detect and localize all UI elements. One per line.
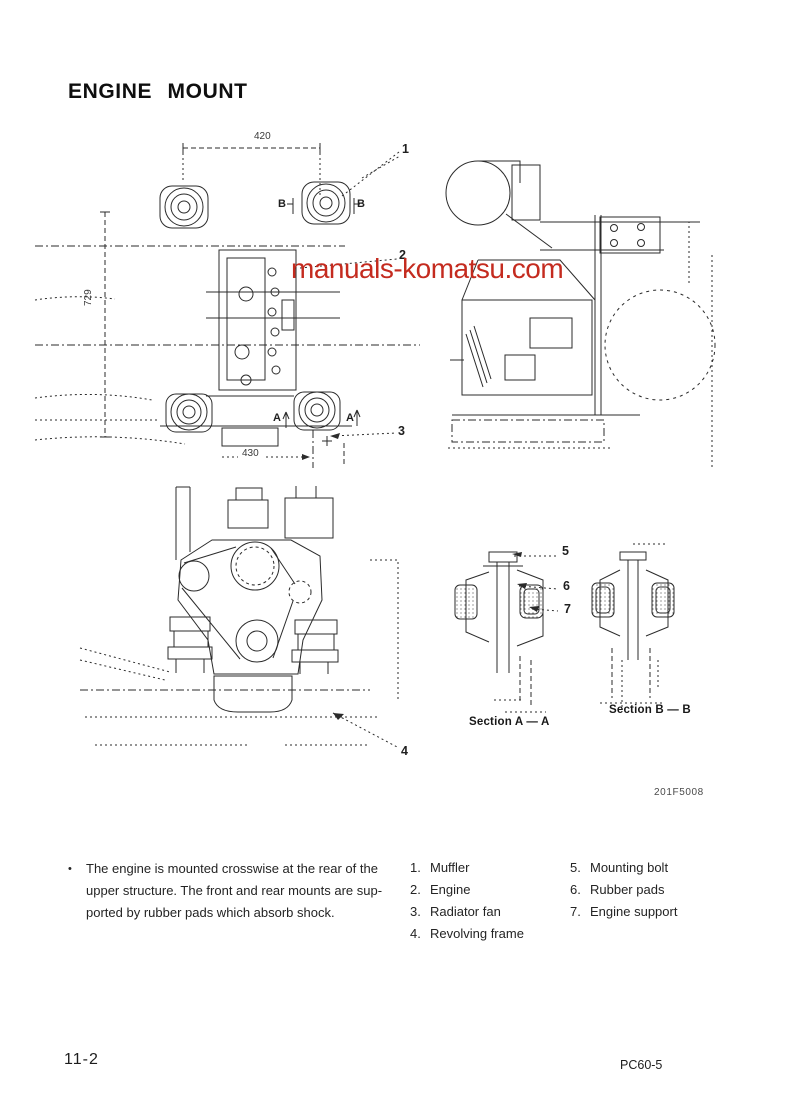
legend-label: Revolving frame [430,926,524,941]
callout-6: 6 [563,579,570,593]
figure-code: 201F5008 [654,787,704,798]
dimension-bottom: 430 [242,448,259,459]
legend-number: 5. [570,860,581,875]
model-number: PC60-5 [620,1058,663,1072]
section-marker-a-left: A [273,412,281,424]
front-view-art [79,486,400,749]
legend-item: 2. Engine [410,879,524,901]
page-number: 11-2 [64,1051,99,1068]
section-a-label: Section A — A [469,716,550,728]
note-paragraph: • The engine is mounted crosswise at the… [68,858,382,924]
legend-label: Radiator fan [430,904,501,919]
callout-3: 3 [398,424,405,438]
legend-label: Muffler [430,860,470,875]
section-bb-art [591,543,675,710]
callout-7: 7 [564,602,571,616]
section-marker-a-right: A [346,412,354,424]
legend-label: Mounting bolt [590,860,669,875]
note-line: upper structure. The front and rear moun… [86,883,383,898]
legend-item: 3. Radiator fan [410,901,524,923]
legend-number: 4. [410,926,421,941]
callout-1: 1 [402,142,409,156]
note-line: ported by rubber pads which absorb shock… [86,905,335,920]
section-marker-b-right: B [357,198,365,210]
legend-number: 7. [570,904,581,919]
legend-label: Rubber pads [590,882,665,897]
legend-number: 6. [570,882,581,897]
legend-column-left: 1. Muffler 2. Engine 3. Radiator fan 4. Revo… [410,857,524,945]
legend-number: 2. [410,882,421,897]
legend-item: 7. Engine support [570,901,677,923]
legend-label: Engine support [590,904,678,919]
callout-4: 4 [401,744,408,758]
legend-number: 1. [410,860,421,875]
watermark-text: manuals-komatsu.com [291,253,564,284]
section-marker-b-left: B [278,198,286,210]
legend-item: 6. Rubber pads [570,879,677,901]
page-title: ENGINE MOUNT [68,80,248,103]
legend-item: 1. Muffler [410,857,524,879]
section-aa-art [454,551,559,713]
legend-number: 3. [410,904,421,919]
legend-item: 4. Revolving frame [410,923,524,945]
note-line: The engine is mounted crosswise at the r… [86,861,378,876]
callout-2: 2 [399,248,406,262]
dimension-top: 420 [254,131,271,142]
legend-label: Engine [430,882,471,897]
plan-view-art [34,143,420,468]
dimension-left: 729 [83,289,94,306]
section-b-label: Section B — B [609,704,691,716]
callout-5: 5 [562,544,569,558]
legend-item: 5. Mounting bolt [570,857,677,879]
legend-column-right: 5. Mounting bolt 6. Rubber pads 7. Engine s… [570,857,677,923]
side-view-art [445,160,716,470]
bullet-icon: • [68,863,72,875]
